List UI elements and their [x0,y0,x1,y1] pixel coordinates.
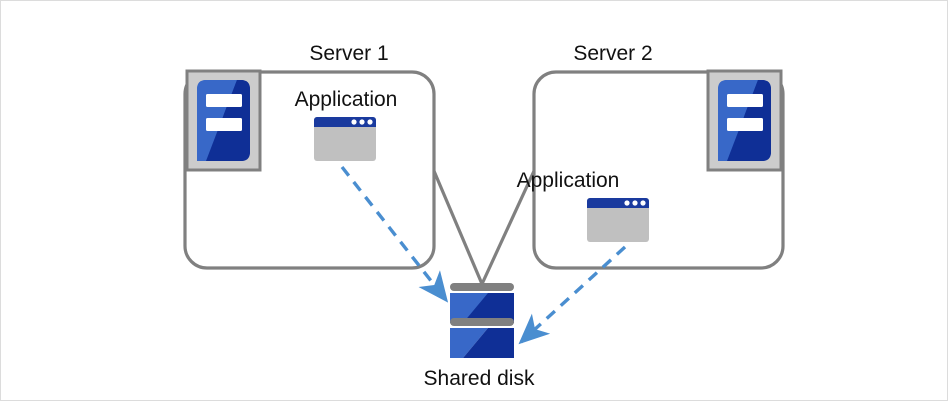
connector-server2-to-disk [480,170,536,285]
server1-title: Server 1 [309,42,389,65]
application1-label: Application [294,88,398,111]
shared-disk-icon [450,283,514,358]
application2-window-icon [587,198,649,242]
connector-server1-to-disk [432,170,484,285]
server2-icon [706,69,783,172]
server2-title: Server 2 [573,42,653,65]
server1-icon [185,69,262,172]
dataflow-arrow-app1-to-disk [340,165,449,303]
application1-window-icon [314,117,376,161]
application2-label: Application [516,169,620,192]
shared-disk-label: Shared disk [423,367,535,390]
dataflow-arrow-app2-to-disk [518,245,627,345]
